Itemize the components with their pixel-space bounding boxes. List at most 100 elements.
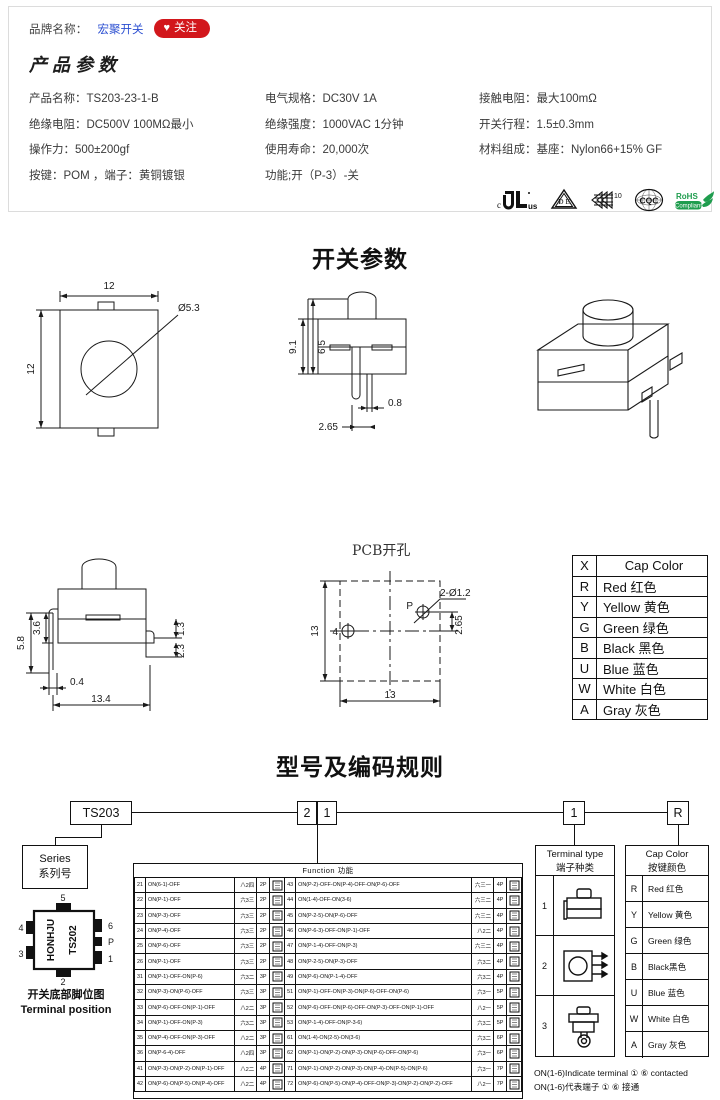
cap-color-value: Green 绿色 (648, 935, 692, 946)
function-code: 36 (134, 1045, 146, 1062)
function-pins: 3P (256, 1029, 271, 1047)
dim-side-thickness: 0.4 (70, 677, 84, 688)
function-icon (271, 1048, 283, 1059)
function-desc: ON(P-3)-OFF (144, 907, 236, 924)
dim-side-h2: 3.6 (32, 621, 43, 635)
terminal-type-key: 2 (536, 936, 554, 995)
function-code: 24 (134, 922, 146, 940)
function-desc: ON(P-6-3)-OFF-ON(P-1)-OFF (295, 922, 472, 940)
function-code: 41 (134, 1060, 146, 1077)
function-icon (271, 1063, 283, 1074)
function-desc: ON(P-6)-OFF-ON(P-6)-OFF-ON(P-3)-OFF-ON(P… (295, 999, 472, 1016)
cap-color-row: U Blue 蓝色 (626, 980, 708, 1006)
cap-color-value: Blue 蓝色 (596, 657, 708, 679)
table-row: R Red 红色 (572, 575, 708, 597)
function-desc: ON(P-1-4)-OFF-ON(P-3) (295, 938, 472, 955)
cap-color-key: R (572, 575, 597, 597)
function-cn: 六3一 (471, 1045, 494, 1062)
cap-color-key: W (572, 678, 597, 700)
cap-color-row: Y Yellow 黄色 (626, 902, 708, 928)
function-icon-cell (506, 1060, 522, 1077)
side-view-drawing: 5.8 3.6 1.3 2.3 0.4 13.4 (16, 558, 187, 711)
pin-label-5: 5 (60, 893, 65, 903)
function-icon (271, 880, 283, 891)
drop-line (55, 837, 102, 839)
table-row: B Black 黑色 (572, 637, 708, 659)
terminal-model-text: TS202 (68, 925, 79, 955)
terminal-type-key: 1 (536, 876, 554, 935)
function-code: 35 (134, 1029, 146, 1047)
function-icon (508, 926, 520, 937)
svg-text:v: v (559, 199, 562, 205)
function-cn: 八2四 (234, 876, 258, 894)
function-icon (508, 895, 520, 906)
cap-color-row: R Red 红色 (626, 876, 708, 902)
terminal-type-key: 3 (536, 996, 554, 1056)
terminal-brand-text: HONHJU (46, 919, 57, 961)
front-view-drawing: 9.1 6.5 0.8 2.65 (288, 291, 407, 433)
function-code: 33 (134, 999, 146, 1016)
cap-color-value: White 白色 (648, 1013, 690, 1024)
dim-side-h4: 2.3 (176, 644, 187, 658)
function-code: 45 (284, 907, 297, 924)
cap-color-header-key: X (572, 555, 597, 577)
function-icon-cell (506, 1014, 522, 1031)
ul-icon: c us (497, 187, 539, 213)
terminal-position-cn: 开关底部脚位图 (27, 989, 105, 1001)
follow-button-label: 关注 (174, 21, 198, 34)
terminal-type-icon-2 (554, 936, 614, 995)
function-code: 72 (284, 1075, 297, 1093)
function-pins: 5P (493, 999, 507, 1016)
series-label-en: Series (39, 853, 71, 865)
function-code: 52 (284, 999, 297, 1016)
function-icon-cell (269, 1014, 286, 1031)
function-desc: ON(P-3)-ON(P-6)-OFF (144, 984, 236, 1001)
svg-text:10: 10 (614, 193, 622, 200)
table-row: X Cap Color (572, 555, 708, 577)
connector-line (132, 812, 297, 814)
function-pins: 7P (493, 1060, 507, 1077)
dim-side-length: 13.4 (91, 694, 111, 705)
function-table-title: Function 功能 (302, 866, 354, 875)
cap-color-header-value: Cap Color (596, 555, 708, 577)
drop-line (55, 837, 57, 846)
pin-label-2: 2 (60, 977, 65, 987)
dim-side-h1: 5.8 (16, 636, 27, 650)
function-pins: 2P (256, 892, 271, 909)
brand-name-link[interactable]: 宏聚开关 (97, 23, 144, 36)
dim-pin-width: 0.8 (388, 398, 402, 409)
cap-color-value: Green 绿色 (596, 616, 708, 638)
function-icon (271, 1033, 283, 1044)
function-desc: ON(P-6)-ON(P-5)-ON(P-4)-OFF (144, 1075, 236, 1093)
cap-color-key: U (626, 980, 643, 1005)
top-view-drawing: 12 12 Ø5.3 (26, 281, 200, 437)
terminal-type-icon-3 (554, 996, 614, 1056)
function-icon-cell (506, 907, 522, 924)
function-code: 26 (134, 953, 146, 970)
function-icon-cell (506, 938, 522, 955)
function-pins: 3P (256, 999, 271, 1016)
function-icon (508, 971, 520, 982)
cap-color-row: W White 白色 (626, 1006, 708, 1032)
table-row: Y Yellow 黄色 (572, 596, 708, 618)
function-icon-cell (506, 953, 522, 970)
function-code: 46 (284, 922, 297, 940)
function-cn: 八2一 (471, 1075, 494, 1093)
follow-button[interactable]: ♥ 关注 (153, 19, 211, 38)
cap-color-key: A (572, 698, 597, 720)
function-icon (271, 987, 283, 998)
terminal-type-header: Terminal type 端子种类 (536, 846, 614, 876)
terminal-position-diagram: 5 2 4 3 6 P 1 HONHJU TS202 (18, 893, 114, 987)
spec-item: 材料组成：基座：Nylon66+15% GF (479, 144, 663, 156)
spec-item: 绝缘强度：1000VAC 1分钟 (265, 118, 404, 131)
cap-color-key: Y (572, 596, 597, 618)
rohs-icon: RoHS Compliant (675, 187, 715, 213)
function-desc: ON(P-1)-OFF-ON(P-3)-ON(P-6)-OFF-ON(P-6) (295, 984, 472, 1001)
